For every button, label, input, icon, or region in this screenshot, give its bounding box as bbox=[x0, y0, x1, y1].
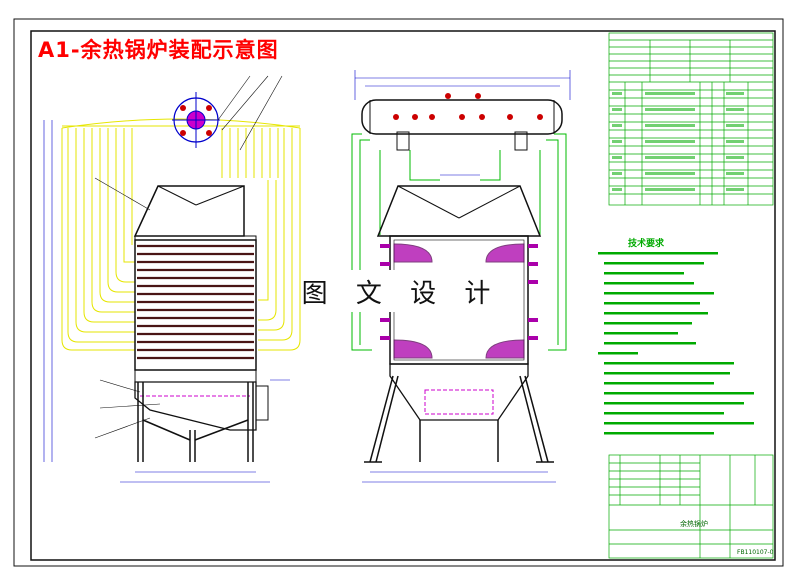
front-top-dimension bbox=[354, 70, 571, 100]
front-view bbox=[351, 70, 571, 483]
side-view bbox=[43, 75, 301, 483]
front-headers bbox=[393, 243, 525, 359]
steam-drum bbox=[361, 99, 563, 135]
parts-list-text bbox=[612, 92, 744, 191]
side-view-piping bbox=[61, 118, 301, 351]
side-hood bbox=[133, 185, 245, 237]
side-dimensions bbox=[43, 120, 290, 483]
side-fin-tubes bbox=[137, 244, 254, 360]
parts-list bbox=[608, 32, 774, 206]
front-hood bbox=[376, 185, 542, 237]
side-legs bbox=[137, 382, 254, 462]
front-hopper bbox=[389, 363, 529, 421]
drawing-number: FB110107-0 bbox=[737, 549, 774, 556]
drum-nozzles bbox=[393, 93, 543, 120]
technical-requirements-title: 技术要求 bbox=[627, 239, 664, 249]
title-block bbox=[608, 454, 774, 559]
drawing-title: A1-余热锅炉装配示意图 bbox=[38, 38, 279, 62]
front-side-nozzles bbox=[380, 244, 538, 340]
inner-border bbox=[30, 30, 776, 561]
front-legs bbox=[364, 375, 554, 463]
outer-border bbox=[13, 18, 784, 567]
technical-requirements-lines bbox=[598, 252, 754, 435]
side-leaders bbox=[94, 75, 283, 439]
side-hopper bbox=[134, 381, 257, 431]
front-bottom-dimension bbox=[362, 471, 556, 483]
front-piping bbox=[351, 133, 567, 351]
title-block-name: 余热锅炉 bbox=[680, 520, 708, 528]
watermark: 图 文 设 计 bbox=[302, 270, 490, 312]
